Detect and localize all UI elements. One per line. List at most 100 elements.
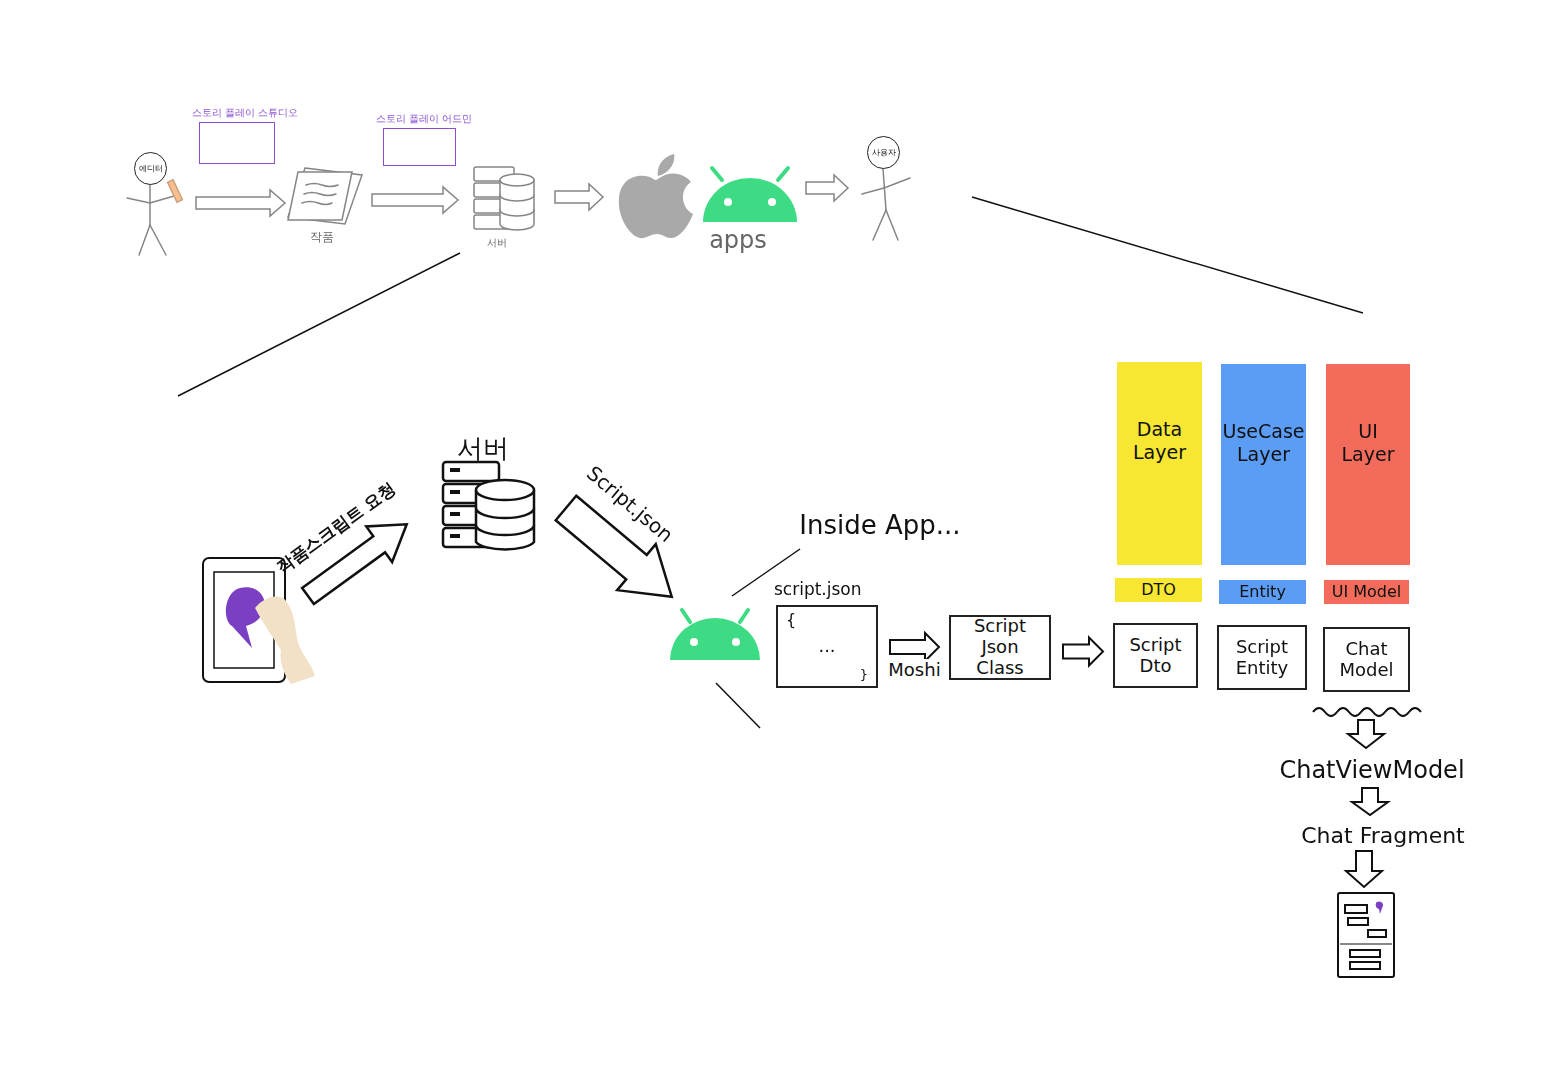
node-text: 스토리 플레이 어드민: [376, 112, 472, 126]
node-text: Script Json Class: [957, 616, 1043, 678]
json-box: script.json{...}: [776, 605, 878, 688]
drawing-stroke: [670, 618, 760, 660]
android-logo: [670, 610, 760, 660]
drawing-stroke: [740, 610, 748, 622]
drawing-stroke: [255, 596, 315, 684]
drawing-stroke: [139, 225, 150, 255]
node-text: Chat Model: [1331, 639, 1402, 680]
figure-head: 에디터: [134, 152, 167, 185]
node-text: }: [860, 668, 868, 683]
down-arrow: [1352, 788, 1388, 815]
android-logo: [703, 168, 797, 222]
node-text: UseCase Layer: [1223, 420, 1305, 466]
drawing-stroke: [1345, 905, 1367, 913]
drawing-stroke: [168, 180, 183, 202]
drawing-stroke: [778, 168, 788, 180]
drawing-stroke: [732, 638, 740, 646]
node-text: script.json: [774, 580, 862, 600]
drawing-stroke: [500, 174, 534, 186]
down-arrow: [1346, 851, 1382, 887]
node-text: Data Layer: [1121, 418, 1198, 464]
node-text: ...: [818, 636, 835, 657]
down-arrow: [1348, 720, 1384, 748]
drawing-stroke: [703, 178, 797, 222]
drawing-stroke: [862, 188, 884, 194]
process-box: Chat Model: [1323, 627, 1410, 692]
drawing-stroke: [712, 168, 722, 180]
drawing-stroke: [302, 184, 338, 205]
server-icon: [443, 462, 534, 549]
drawing-stroke: [500, 180, 534, 230]
drawing-stroke: [476, 508, 534, 535]
document-icon: [288, 168, 362, 224]
node-text: UI Layer: [1330, 420, 1406, 466]
drawing-stroke: [682, 610, 690, 622]
wavy-line: [1313, 708, 1421, 716]
drawing-stroke: [884, 178, 910, 188]
writer-figure: [127, 180, 182, 255]
flow-arrow: [372, 187, 458, 213]
user-figure: [862, 169, 910, 240]
drawing-stroke: [1340, 944, 1392, 945]
drawing-stroke: [226, 587, 265, 648]
flow-arrow: [196, 190, 285, 216]
node-text: Script Dto: [1121, 635, 1190, 676]
free-label: Chat Fragment: [1301, 823, 1465, 848]
free-label: 작품: [310, 229, 334, 246]
node-text: 에디터: [139, 165, 163, 173]
node-text: 사용자: [872, 149, 896, 157]
zoom-lines: [178, 197, 1363, 728]
node-text: {: [786, 611, 796, 629]
node-text: UI Model: [1332, 584, 1402, 600]
edge-label: Moshi: [886, 659, 942, 680]
free-label: 서버: [457, 431, 509, 466]
phone-illustration: [203, 558, 315, 684]
free-label: ChatViewModel: [1279, 756, 1464, 784]
drawing-stroke: [476, 480, 534, 500]
process-box: Script Entity: [1217, 625, 1307, 690]
drawing-stroke: [1368, 930, 1386, 937]
process-box: Script Dto: [1113, 623, 1198, 688]
drawing-stroke: [716, 683, 760, 728]
free-label: 작품스크립트 요청: [272, 477, 400, 579]
drawing-stroke: [1350, 950, 1380, 957]
chat-screen-icon: [1338, 893, 1394, 977]
node-text: Script Entity: [1225, 637, 1299, 678]
drawing-stroke: [288, 172, 352, 220]
drawing-stroke: [873, 210, 886, 240]
figure-head: 사용자: [867, 136, 900, 169]
free-label: Inside App...: [799, 510, 960, 540]
drawing-stroke: [1338, 893, 1394, 977]
drawing-stroke: [1376, 901, 1383, 914]
drawing-stroke: [127, 198, 150, 203]
drawing-stroke: [178, 253, 460, 396]
connector-arrow: [890, 633, 939, 661]
drawing-stroke: [500, 195, 534, 216]
free-label: Script.json: [582, 461, 678, 547]
drawing-stroke: [149, 185, 151, 225]
drawing-stroke: [972, 197, 1363, 313]
flow-arrow: [806, 175, 848, 201]
connector-arrow: [1063, 638, 1103, 666]
apple-logo: [619, 154, 693, 238]
flow-arrow: [555, 184, 603, 210]
top-faded-group: [127, 167, 910, 255]
layer-tag: UI Model: [1324, 580, 1409, 604]
app-box: 스토리 플레이 스튜디오: [199, 122, 275, 164]
process-box: Script Json Class: [949, 615, 1051, 680]
drawing-stroke: [1350, 962, 1380, 969]
node-text: Entity: [1239, 584, 1286, 600]
drawing-stroke: [724, 198, 732, 206]
drawing-stroke: [883, 169, 886, 210]
drawing-stroke: [768, 198, 776, 206]
layer-tag: Entity: [1219, 580, 1306, 604]
layer-band: UseCase Layer: [1221, 364, 1306, 565]
app-box: 스토리 플레이 어드민: [383, 128, 456, 166]
layer-band: Data Layer: [1117, 362, 1202, 565]
server-icon: [474, 167, 534, 230]
drawing-stroke: [288, 168, 362, 224]
free-label: apps: [709, 226, 767, 254]
layer-tag: DTO: [1115, 578, 1202, 602]
drawing-stroke: [150, 225, 166, 255]
